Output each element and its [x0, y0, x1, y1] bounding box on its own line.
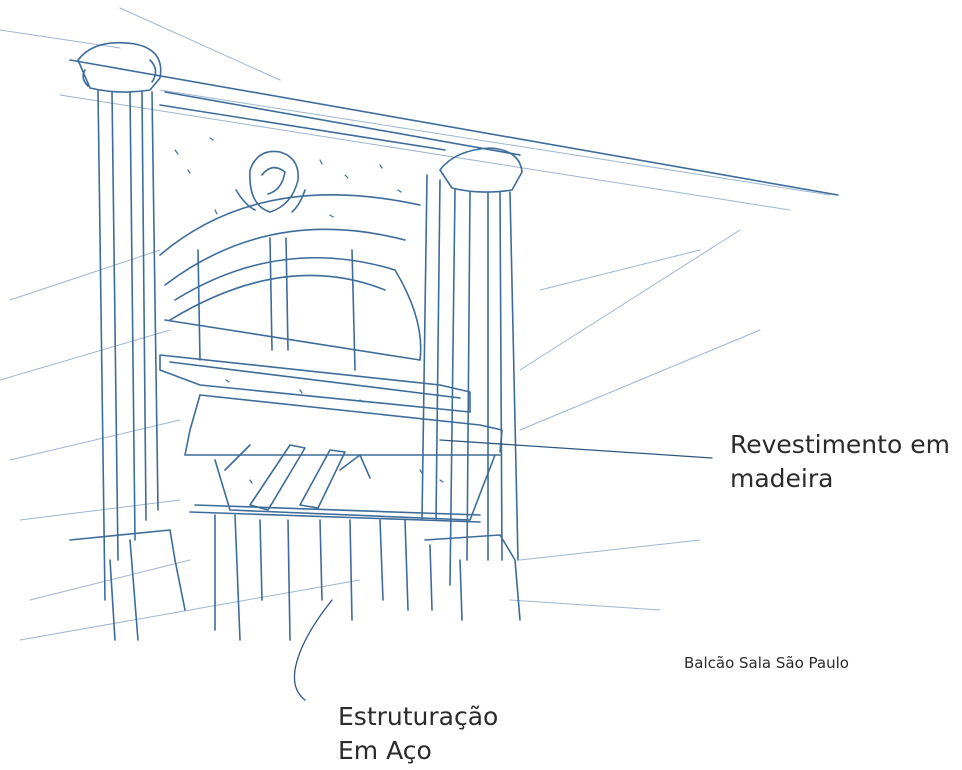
- annotation-leaders: [293, 439, 713, 701]
- stone-texture: [174, 137, 444, 484]
- annotation-steel-structure: Estruturação Em Aço: [338, 700, 498, 768]
- leader-wood-cladding: [439, 439, 713, 459]
- annotation-steel-structure-line-1: Estruturação: [338, 702, 499, 731]
- annotation-wood-cladding: Revestimento em madeira: [730, 428, 950, 496]
- leader-steel-structure: [293, 599, 333, 701]
- architecture-outline: [69, 41, 839, 641]
- annotation-steel-structure-line-2: Em Aço: [338, 736, 432, 765]
- sketch-caption: Balcão Sala São Paulo: [684, 654, 849, 672]
- perspective-guide-lines: [0, 7, 831, 641]
- annotation-wood-cladding-line-1: Revestimento em: [730, 430, 950, 459]
- annotation-wood-cladding-line-2: madeira: [730, 464, 834, 493]
